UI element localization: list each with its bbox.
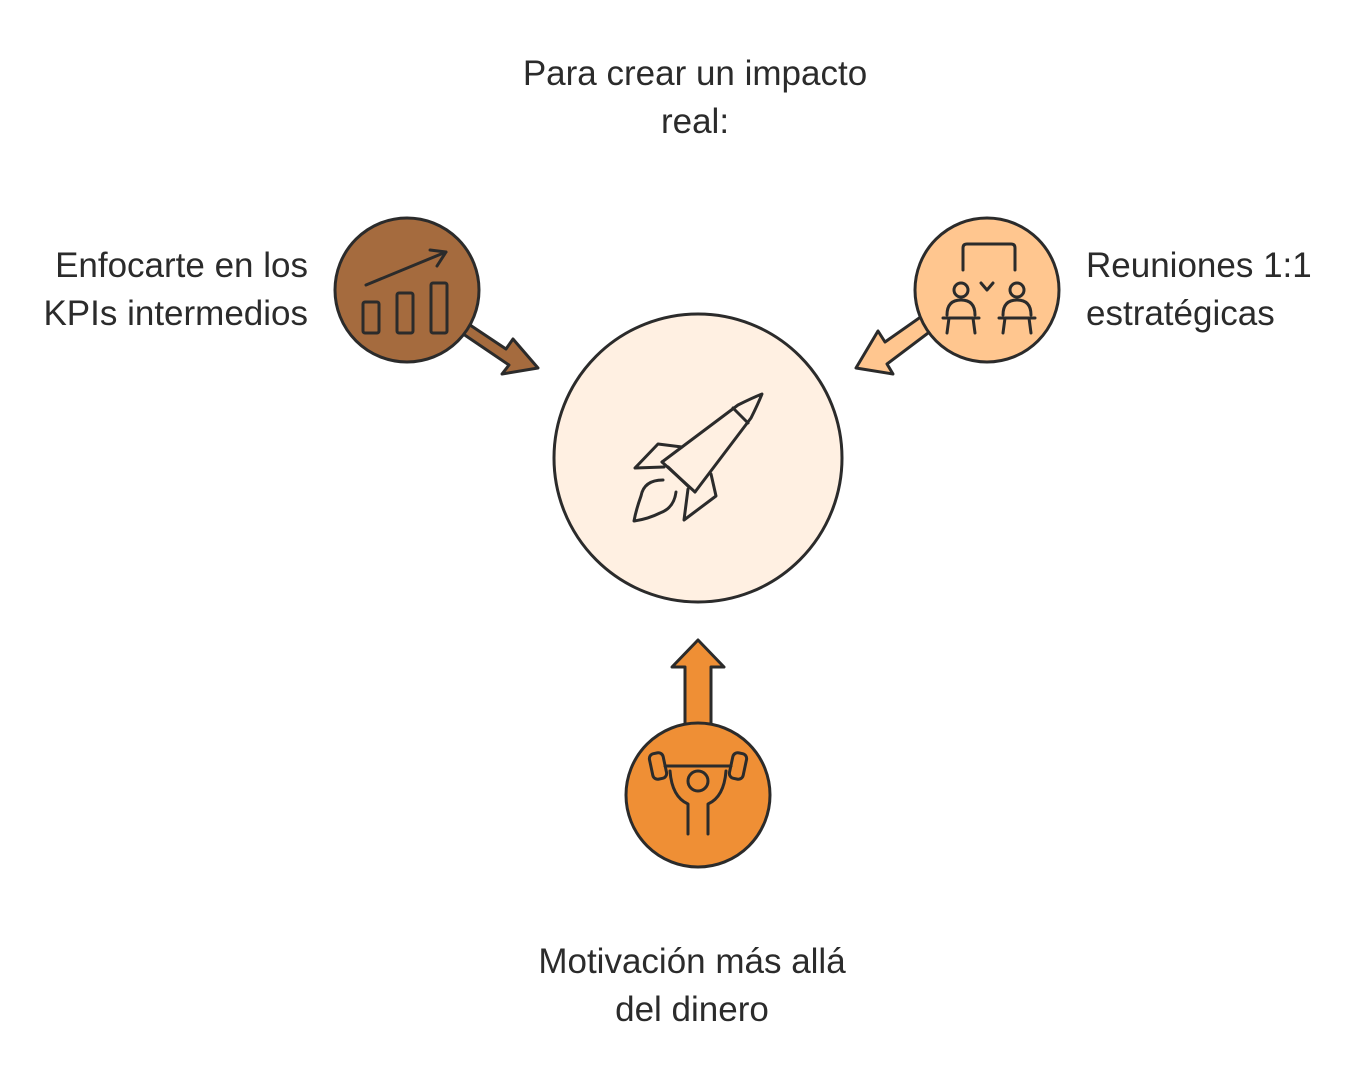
diagram-title-line-2: real: — [660, 102, 730, 141]
center-node — [552, 312, 844, 604]
motivation-node — [624, 721, 772, 869]
motivation-label-line-1: Motivación más allá — [538, 942, 846, 981]
meetings-node — [913, 216, 1061, 364]
kpis-label-line-1: Enfocarte en los — [55, 246, 308, 285]
diagram-title: Para crear un impacto real: — [480, 50, 910, 146]
motivation-arrow — [670, 638, 726, 727]
kpis-label-line-2: KPIs intermedios — [43, 294, 308, 333]
kpis-node — [333, 216, 481, 364]
meetings-label-line-2: estratégicas — [1086, 294, 1275, 333]
motivation-label-line-2: del dinero — [615, 990, 769, 1029]
rocket-icon — [632, 392, 764, 523]
bar-chart-growth-icon — [361, 248, 449, 335]
one-on-one-meeting-icon — [941, 242, 1037, 335]
motivation-label: Motivación más allá del dinero — [480, 938, 904, 1034]
weightlifter-icon — [647, 751, 749, 836]
meetings-label: Reuniones 1:1 estratégicas — [1086, 242, 1372, 338]
diagram-title-line-1: Para crear un impacto — [522, 54, 868, 93]
kpis-label: Enfocarte en los KPIs intermedios — [0, 242, 308, 338]
meetings-label-line-1: Reuniones 1:1 — [1086, 246, 1312, 285]
